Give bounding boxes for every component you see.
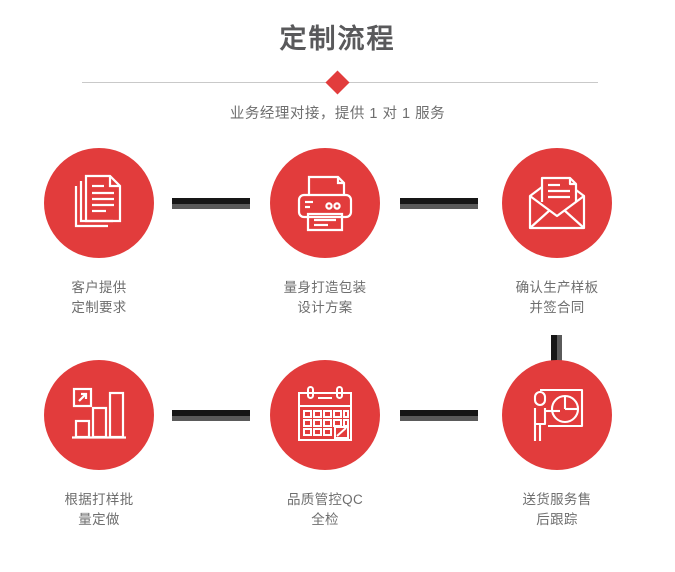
connector-bar-dark — [551, 335, 557, 369]
process-step-1: 客户提供 定制要求 — [21, 148, 177, 318]
step-4-circle — [44, 360, 154, 470]
process-row-2: 根据打样批 量定做 — [0, 360, 675, 572]
page-title: 定制流程 — [279, 24, 396, 54]
step-6-label: 送货服务售 后跟踪 — [522, 492, 592, 527]
header: 定制流程 业务经理对接，提供 1 对 1 服务 — [0, 0, 675, 123]
connector-bar-dark — [172, 198, 250, 204]
step-5-label: 品质管控QC 全检 — [286, 492, 364, 527]
connector-horizontal-1 — [172, 198, 250, 209]
step-2-circle — [270, 148, 380, 258]
process-flow: 客户提供 定制要求 — [0, 148, 675, 572]
step-3-circle — [502, 148, 612, 258]
diamond-icon — [325, 69, 350, 95]
process-step-2: 量身打造包装 设计方案 — [247, 148, 403, 318]
subtitle: 业务经理对接，提供 1 对 1 服务 — [229, 106, 446, 122]
step-3-label: 确认生产样板 并签合同 — [515, 280, 599, 315]
process-step-3: 确认生产样板 并签合同 — [479, 148, 635, 318]
connector-bar-gray — [557, 335, 562, 369]
connector-bar-dark — [400, 198, 478, 204]
connector-horizontal-3 — [172, 410, 250, 421]
step-2-label: 量身打造包装 设计方案 — [283, 280, 367, 315]
process-row-1: 客户提供 定制要求 — [0, 148, 675, 369]
connector-bar-dark — [400, 410, 478, 416]
connector-horizontal-2 — [400, 198, 478, 209]
customization-process-infographic: 定制流程 业务经理对接，提供 1 对 1 服务 — [0, 0, 675, 527]
step-4-label: 根据打样批 量定做 — [64, 492, 134, 527]
process-step-5: 品质管控QC 全检 — [247, 360, 403, 530]
step-5-circle — [270, 360, 380, 470]
step-1-circle — [44, 148, 154, 258]
connector-horizontal-4 — [400, 410, 478, 421]
connector-bar-gray — [172, 416, 250, 421]
connector-bar-gray — [172, 204, 250, 209]
connector-bar-dark — [172, 410, 250, 416]
connector-bar-gray — [400, 204, 478, 209]
process-step-4: 根据打样批 量定做 — [21, 360, 177, 530]
divider — [0, 69, 675, 95]
process-step-6: 送货服务售 后跟踪 — [479, 360, 635, 530]
connector-bar-gray — [400, 416, 478, 421]
step-1-label: 客户提供 定制要求 — [71, 280, 127, 315]
connector-vertical-1 — [551, 335, 562, 369]
step-6-circle — [502, 360, 612, 470]
